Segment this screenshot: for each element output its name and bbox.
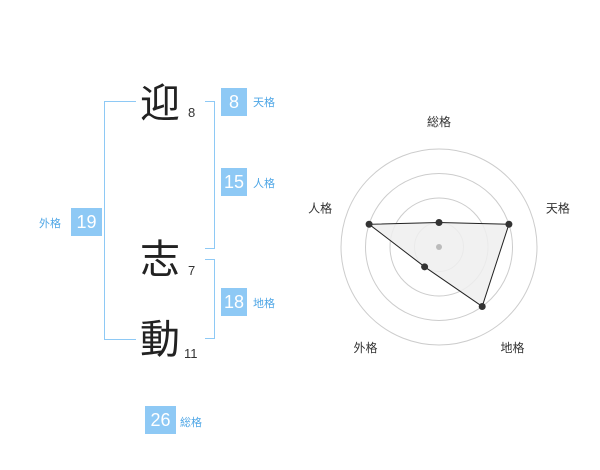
radar-axis-label: 外格 xyxy=(354,340,378,355)
radar-point-2 xyxy=(505,220,513,228)
radar-point-4 xyxy=(421,263,429,271)
tenkaku-label: 天格 xyxy=(253,96,275,109)
gaikaku-value: 19 xyxy=(71,208,102,236)
tenkaku-bracket xyxy=(205,101,215,249)
jinkaku-label: 人格 xyxy=(253,177,275,190)
radar-axis-label: 総格 xyxy=(427,114,451,129)
chikaku-bracket xyxy=(205,259,215,339)
radar-axis-label: 地格 xyxy=(500,340,524,355)
soukaku-label: 総格 xyxy=(180,416,202,429)
chikaku-label: 地格 xyxy=(253,297,275,310)
name-char-3-strokes: 11 xyxy=(184,346,198,361)
gaikaku-label: 外格 xyxy=(39,217,61,230)
gaikaku-bracket xyxy=(104,101,136,340)
name-char-3: 動 xyxy=(140,317,180,363)
radar-grid-ring xyxy=(365,173,513,321)
radar-series-area xyxy=(367,221,510,308)
radar-point-3 xyxy=(478,302,486,310)
radar-center-point xyxy=(436,244,442,250)
radar-point-5 xyxy=(365,220,373,228)
tenkaku-value: 8 xyxy=(221,88,247,116)
name-char-2-strokes: 7 xyxy=(188,263,196,278)
radar-point-1 xyxy=(435,219,443,226)
radar-axis-label: 天格 xyxy=(546,200,570,215)
soukaku-value: 26 xyxy=(145,406,176,434)
name-char-2: 志 xyxy=(140,237,180,283)
radar-grid-ring xyxy=(340,148,538,346)
name-char-1-strokes: 8 xyxy=(188,105,196,120)
radar-axis-label: 人格 xyxy=(308,200,332,215)
jinkaku-value: 15 xyxy=(221,168,247,196)
chikaku-value: 18 xyxy=(221,288,247,316)
name-char-1: 迎 xyxy=(140,81,180,127)
